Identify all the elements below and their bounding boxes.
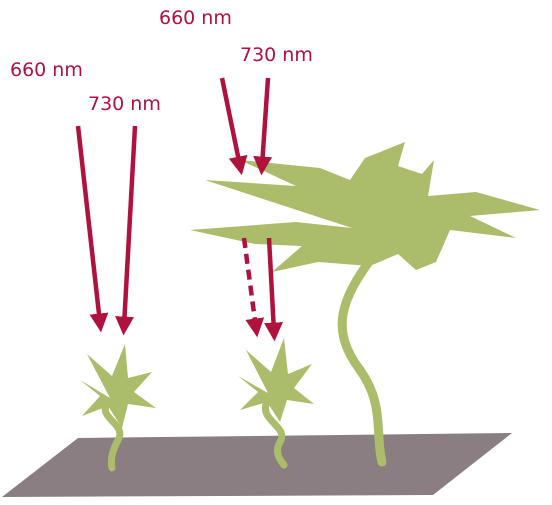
red-light-arrow-right xyxy=(222,78,240,166)
tall-plant xyxy=(190,142,540,462)
left-red-label: 660 nm xyxy=(10,59,83,81)
right-light-arrows-above xyxy=(222,78,268,166)
ground-plane xyxy=(2,433,512,497)
far-red-light-arrow-left xyxy=(124,126,135,326)
right-red-label: 660 nm xyxy=(159,7,232,29)
left-far-red-label: 730 nm xyxy=(88,93,161,115)
red-light-arrow-filtered xyxy=(244,238,256,328)
far-red-light-arrow-right xyxy=(262,78,268,166)
right-light-arrows-below xyxy=(244,238,274,332)
red-light-arrow-left xyxy=(78,126,100,323)
far-red-light-arrow-transmitted xyxy=(269,238,274,332)
right-far-red-label: 730 nm xyxy=(240,44,313,66)
left-light-arrows xyxy=(78,126,135,326)
